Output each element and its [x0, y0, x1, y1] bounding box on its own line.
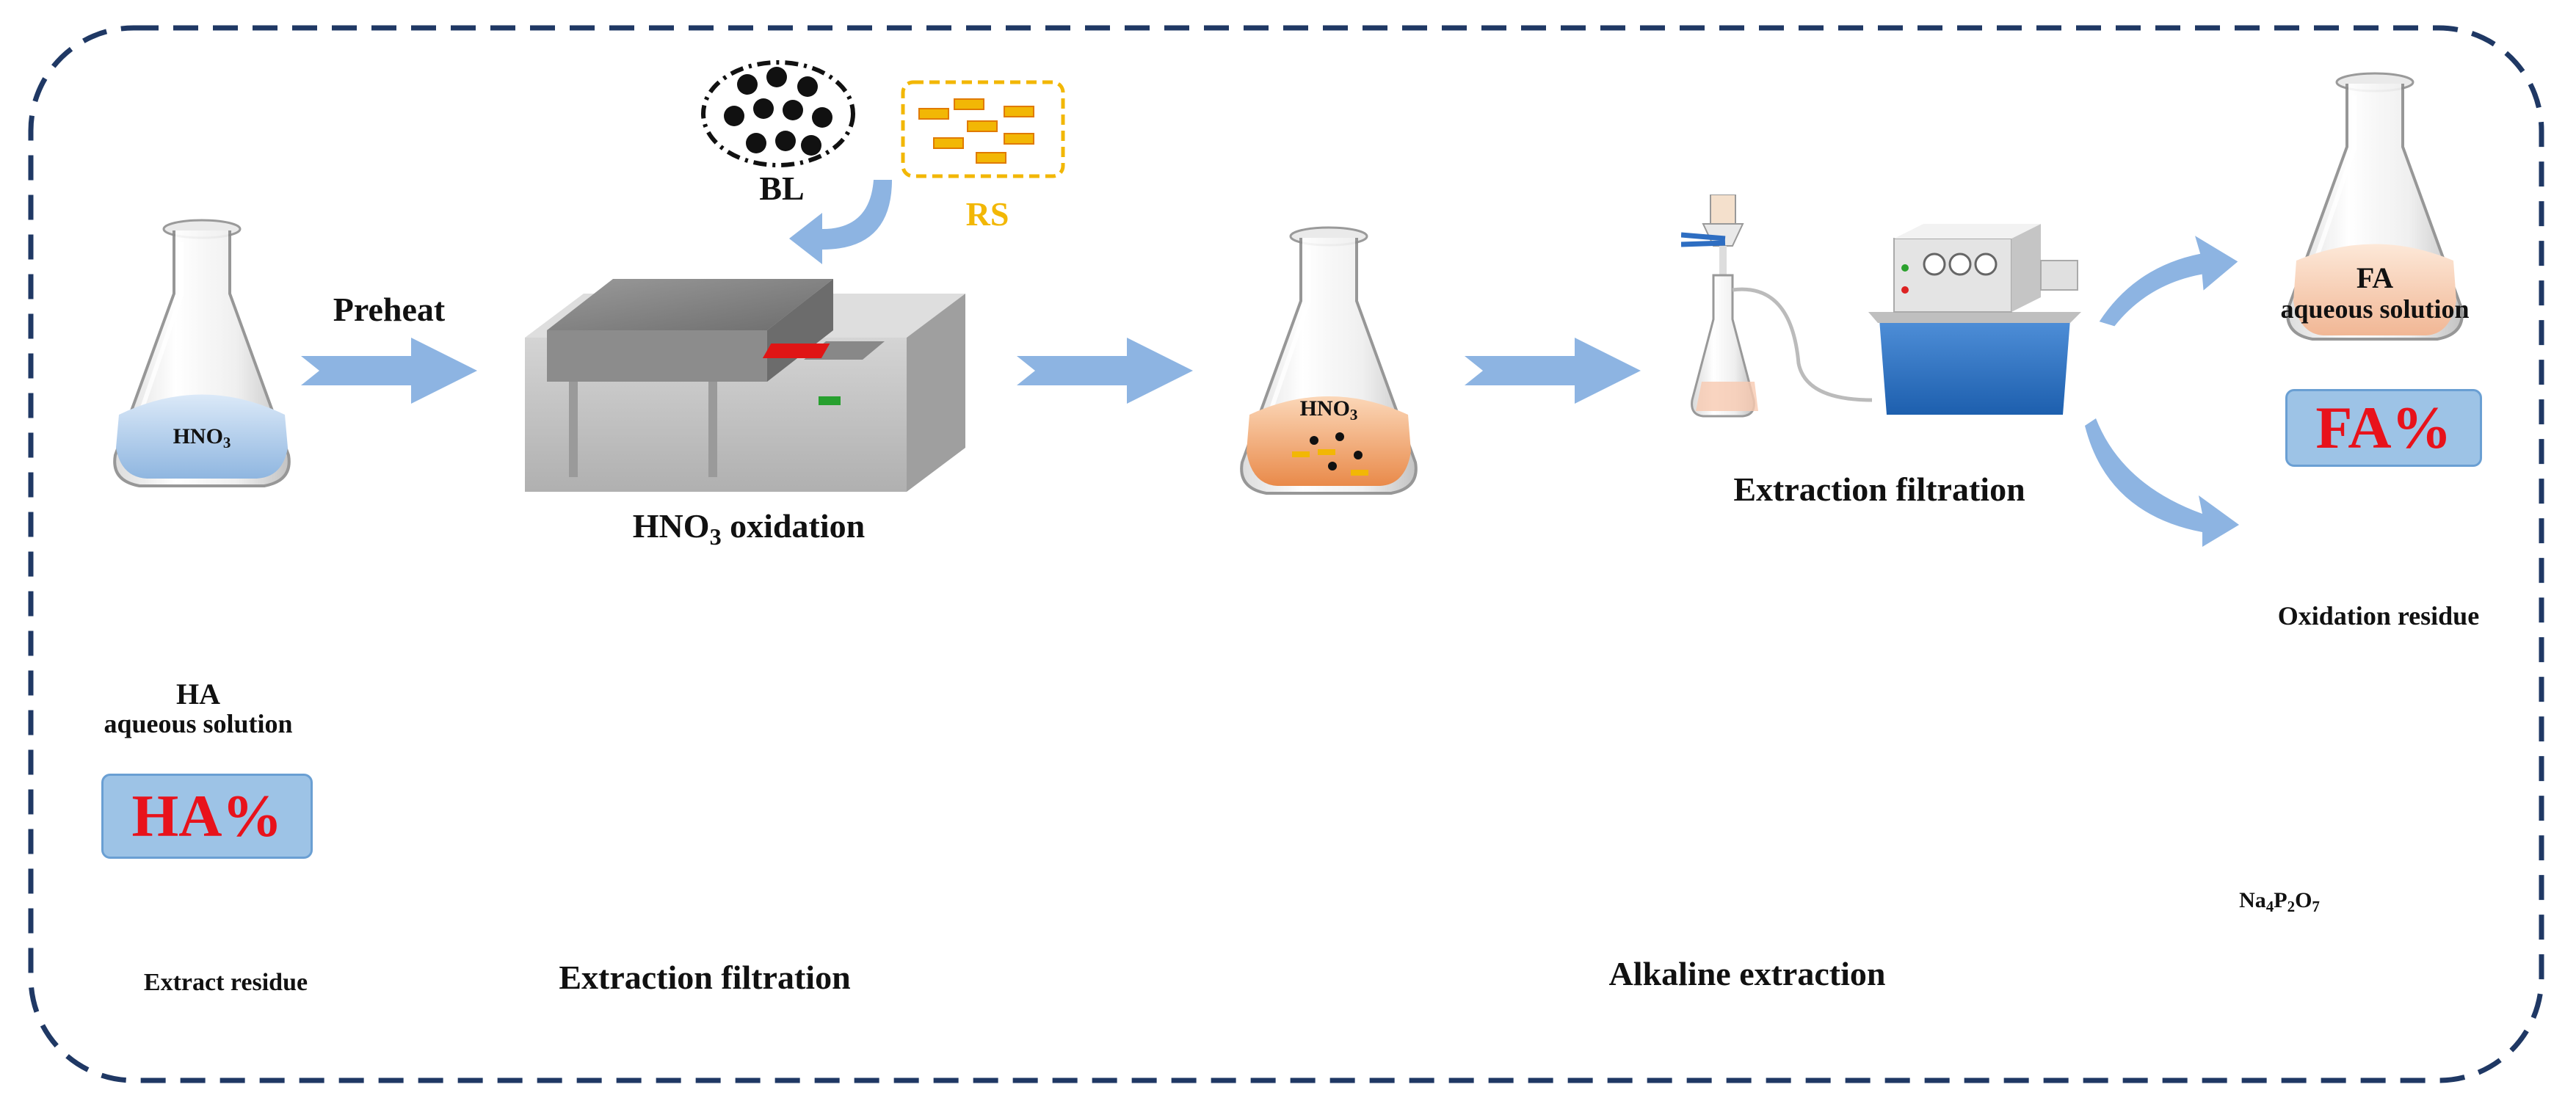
- label-ha-line1: HA: [176, 677, 220, 711]
- flask-oxidized: [1241, 228, 1416, 493]
- label-fa-line2: aqueous solution: [2280, 294, 2470, 324]
- label-bl: BL: [759, 170, 805, 207]
- label-oxidation-residue: Oxidation residue: [2277, 601, 2480, 631]
- label-hno3-oxidation-text: HNO3 oxidation: [632, 507, 866, 550]
- oxidation-oven: [525, 279, 965, 492]
- bl-particles: [701, 60, 855, 167]
- dashed-frame: [28, 25, 2544, 1083]
- arrow-to-oxidized-flask: [1017, 338, 1193, 404]
- filtration-setup-top: [1681, 195, 2081, 416]
- flask-fa: [2287, 73, 2462, 339]
- ha-percent-badge: HA%: [101, 774, 313, 859]
- label-fa-line1: FA: [2356, 261, 2394, 294]
- ha-percent-text: HA%: [131, 782, 283, 849]
- rs-particles: [901, 80, 1065, 178]
- label-alkaline-extraction: Alkaline extraction: [1608, 955, 1886, 992]
- label-extract-residue: Extract residue: [143, 969, 308, 996]
- label-na4p2o7: Na4P2O7: [2239, 888, 2320, 916]
- arrow-feed: [789, 180, 892, 264]
- arrow-preheat: [301, 338, 477, 404]
- arrow-to-filtration-top: [1465, 338, 1641, 404]
- label-hno3-mid: HNO3: [1299, 396, 1358, 424]
- arrow-to-residue: [2085, 418, 2239, 547]
- label-extraction-filtration-bottom: Extraction filtration: [559, 959, 851, 996]
- label-preheat: Preheat: [333, 291, 446, 328]
- flask-hno3-start: [115, 220, 289, 486]
- fa-percent-text: FA%: [2315, 394, 2452, 461]
- label-rs: RS: [965, 195, 1009, 233]
- label-ha-line2: aqueous solution: [104, 709, 293, 738]
- label-extraction-filtration-top: Extraction filtration: [1733, 470, 2025, 508]
- label-hno3-oxidation: HNO3 oxidation: [602, 506, 896, 550]
- arrow-to-fa: [2092, 232, 2243, 328]
- label-hno3-start: HNO3: [173, 424, 231, 452]
- fa-percent-badge: FA%: [2285, 389, 2482, 467]
